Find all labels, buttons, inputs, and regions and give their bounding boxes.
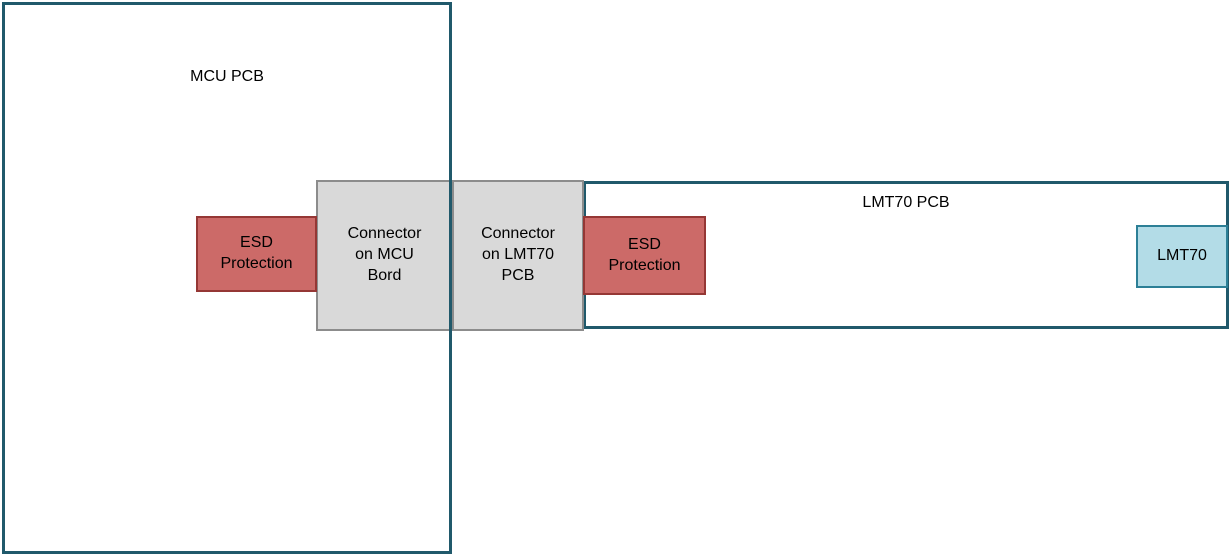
connector-on-lmt70-pcb: Connector on LMT70 PCB: [452, 180, 584, 331]
connector-on-mcu-board: Connector on MCU Bord: [316, 180, 453, 331]
esd-protection-mcu-side-label: ESD Protection: [220, 234, 293, 272]
esd-protection-lmt70-side: ESD Protection: [583, 216, 706, 295]
connector-on-lmt70-pcb-label: Connector on LMT70 PCB: [481, 225, 555, 284]
lmt70-pcb-label: LMT70 PCB: [862, 194, 950, 211]
esd-protection-lmt70-side-label: ESD Protection: [608, 235, 681, 274]
connector-on-mcu-board-label: Connector on MCU Bord: [347, 225, 422, 284]
mcu-pcb-outline: MCU PCB: [2, 2, 452, 554]
esd-protection-mcu-side: ESD Protection: [196, 216, 317, 292]
lmt70-chip-label: LMT70: [1157, 247, 1207, 265]
mcu-pcb-label: MCU PCB: [190, 68, 264, 85]
lmt70-chip: LMT70: [1136, 225, 1228, 288]
